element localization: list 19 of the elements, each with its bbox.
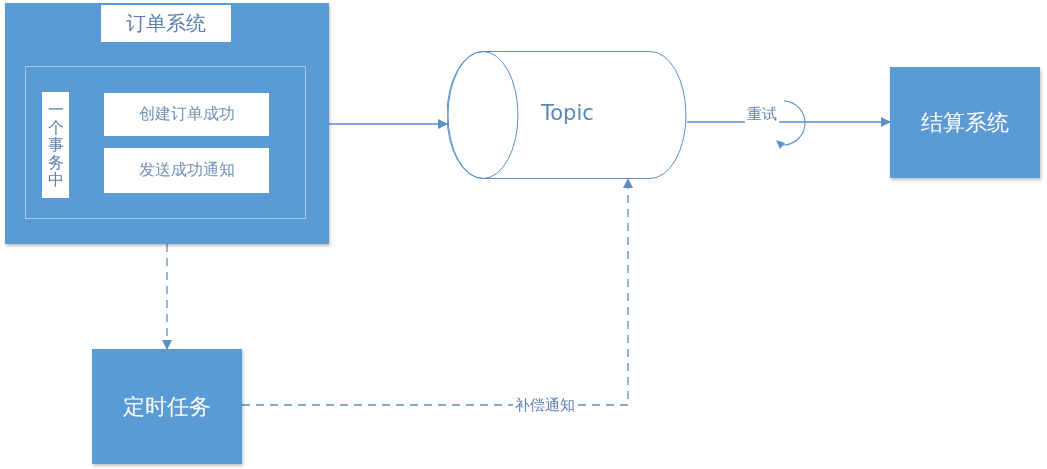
step-box	[104, 148, 269, 193]
dashed-arrow	[241, 178, 633, 406]
edge-label: 重试	[745, 104, 779, 124]
step-text: 创建订单成功	[138, 104, 235, 125]
vertical-label: 一个事务中	[42, 92, 69, 198]
box-label: 定时任务	[123, 392, 211, 421]
dashed-arrow	[162, 243, 172, 350]
topic-label: Topic	[541, 101, 594, 125]
step-text: 发送成功通知	[138, 160, 235, 181]
box-label: 结算系统	[921, 108, 1009, 137]
system-box	[5, 3, 329, 244]
transaction-frame	[25, 66, 306, 219]
topic-cylinder	[447, 51, 687, 179]
edge-label: 补偿通知	[513, 395, 577, 415]
step-box	[104, 93, 269, 136]
system-box	[890, 67, 1040, 178]
system-box	[92, 349, 242, 464]
box-title: 订单系统	[101, 5, 231, 42]
arrow	[328, 119, 448, 129]
